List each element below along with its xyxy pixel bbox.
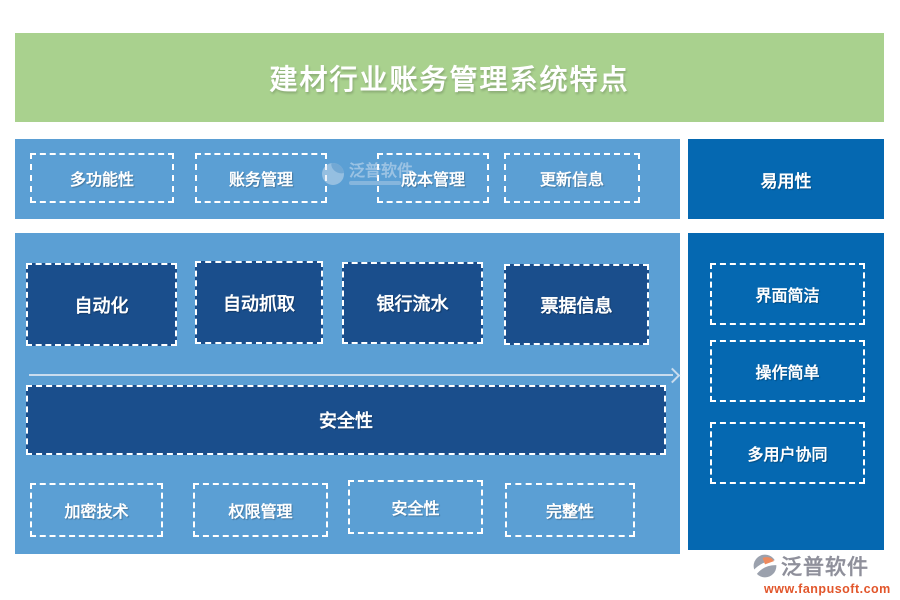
flow-arrow-head (664, 367, 681, 384)
feature-box-bankflow: 银行流水 (342, 262, 483, 344)
security-tag-permission: 权限管理 (193, 483, 328, 537)
security-banner-box: 安全性 (26, 385, 666, 455)
right-tag-easy-operation: 操作简单 (710, 340, 865, 402)
fanpu-logo-icon (752, 554, 778, 578)
feature-tag-update: 更新信息 (504, 153, 640, 203)
fanpu-logo: 泛普软件 www.fanpusoft.com (752, 551, 892, 596)
top-feature-row: 多功能性 账务管理 成本管理 更新信息 泛普软件 (15, 139, 680, 219)
feature-box-automation: 自动化 (26, 263, 177, 346)
right-tag-simple-ui: 界面简洁 (710, 263, 865, 325)
title-banner: 建材行业账务管理系统特点 (15, 33, 884, 122)
page-title: 建材行业账务管理系统特点 (269, 63, 630, 95)
feature-box-billinfo: 票据信息 (504, 264, 649, 345)
ease-of-use-box: 易用性 (688, 139, 884, 219)
right-panel: 界面简洁 操作简单 多用户协同 (688, 233, 884, 550)
main-panel: 自动化 自动抓取 银行流水 票据信息 安全性 加密技术 权限管理 安全性 完整性 (15, 233, 681, 554)
fanpu-logo-url: www.fanpusoft.com (764, 582, 891, 596)
feature-tag-multifunction: 多功能性 (30, 153, 174, 203)
feature-tag-cost: 成本管理 (377, 153, 489, 203)
security-tag-safety: 安全性 (348, 480, 483, 534)
feature-box-autocapture: 自动抓取 (195, 261, 323, 344)
right-tag-multiuser: 多用户协同 (710, 422, 865, 484)
flow-arrow-line (29, 374, 673, 376)
flow-arrow-icon (29, 367, 681, 384)
security-tag-encryption: 加密技术 (30, 483, 163, 537)
fanpu-logo-text: 泛普软件 (781, 556, 869, 579)
feature-tag-accounting: 账务管理 (195, 153, 327, 203)
security-tag-integrity: 完整性 (505, 483, 635, 537)
